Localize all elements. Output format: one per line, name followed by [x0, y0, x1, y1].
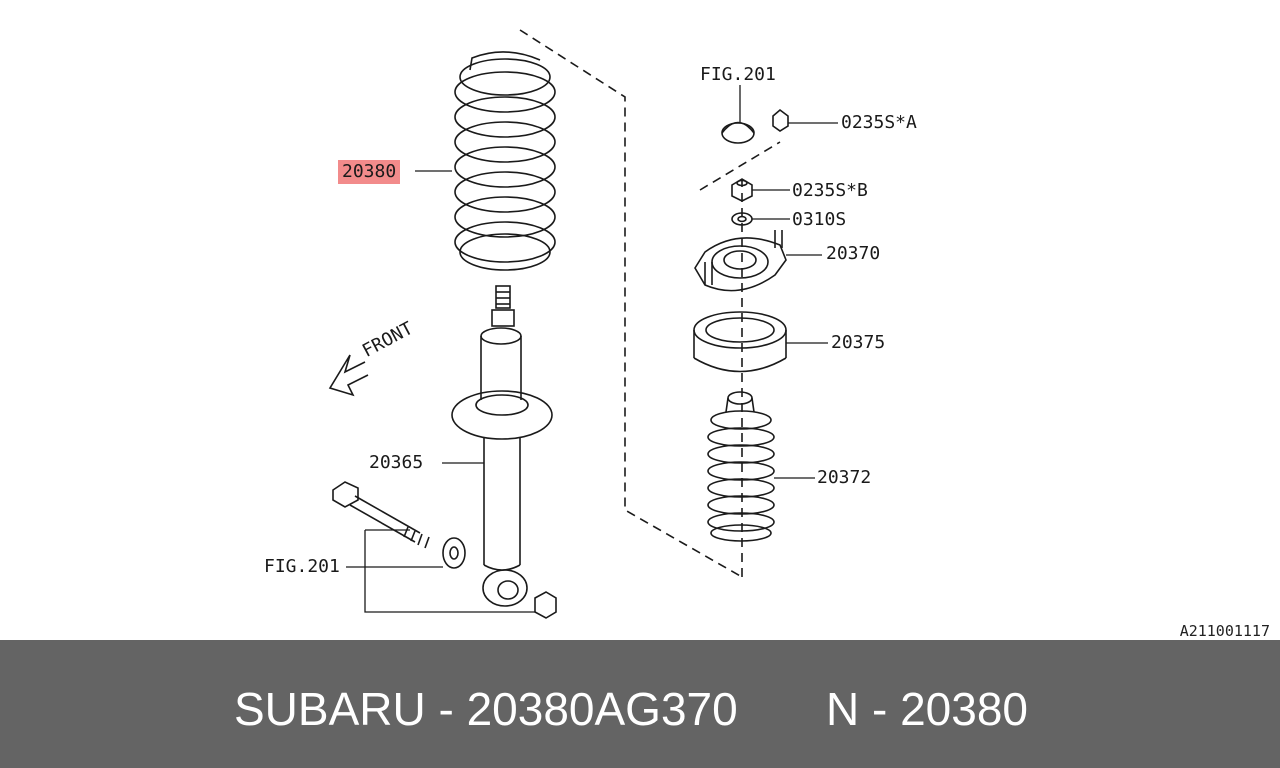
callout-fig-bottom[interactable]: FIG.201 — [264, 556, 340, 577]
diagram-code: A211001117 — [1179, 622, 1270, 640]
callout-nut-a[interactable]: 0235S*A — [841, 112, 917, 133]
dust-boot-20372 — [707, 391, 775, 542]
strut-mount-20370 — [694, 230, 787, 292]
callout-nut-b[interactable]: 0235S*B — [792, 180, 868, 201]
front-arrow — [328, 354, 369, 397]
shock-absorber-20365 — [451, 285, 553, 607]
spring-seat-20375 — [693, 311, 787, 373]
footer-bar: SUBARU - 20380AG370 N - 20380 — [0, 640, 1280, 768]
leader-lines — [346, 85, 838, 613]
coil-spring-20380 — [454, 51, 556, 271]
callout-washer[interactable]: 0310S — [792, 209, 847, 230]
callout-fig-top[interactable]: FIG.201 — [700, 64, 776, 85]
footer-brand-part: SUBARU - 20380AG370 — [234, 683, 738, 735]
assembly-dashed-outline — [519, 29, 781, 578]
bump-cap — [721, 121, 755, 144]
callout-spring[interactable]: 20380 — [338, 160, 401, 184]
footer-ref: N - 20380 — [826, 683, 1029, 735]
callout-mount[interactable]: 20370 — [826, 243, 881, 264]
parts-diagram — [328, 29, 838, 619]
callout-boot[interactable]: 20372 — [817, 467, 872, 488]
callout-shock[interactable]: 20365 — [369, 452, 424, 473]
nut-b — [731, 178, 753, 202]
nut-a — [772, 108, 789, 132]
lower-bolt-assembly — [332, 481, 557, 619]
callout-seat[interactable]: 20375 — [831, 332, 886, 353]
